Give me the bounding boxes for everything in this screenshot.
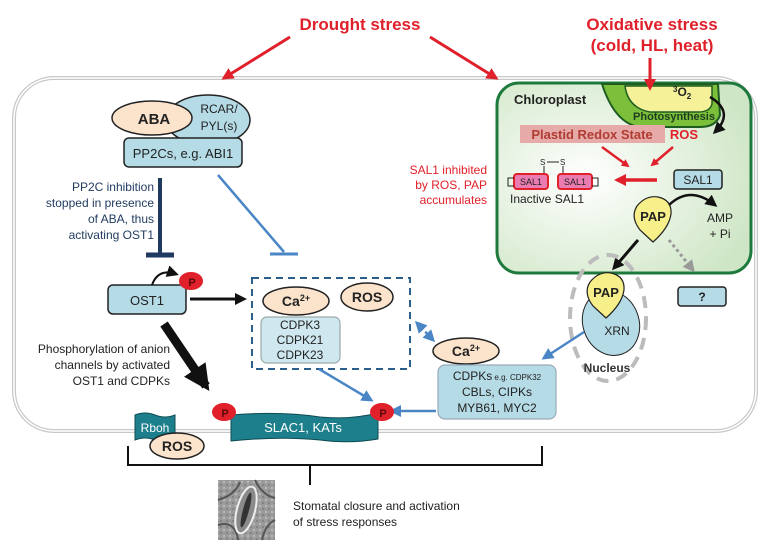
pap-nucleus xyxy=(586,272,625,319)
cdpk-to-channel-arrow xyxy=(318,367,374,402)
stomata-image xyxy=(217,479,276,541)
svg-text:PP2Cs, e.g. ABI1: PP2Cs, e.g. ABI1 xyxy=(133,146,233,161)
ca-ellipse xyxy=(262,286,330,316)
svg-text:CDPK23: CDPK23 xyxy=(277,348,324,362)
channel-phospho-left xyxy=(212,403,236,421)
inactive-sal1-b xyxy=(557,173,593,190)
ost1-to-channels-arrow xyxy=(160,321,210,391)
svg-text:P: P xyxy=(221,408,228,420)
amp-label: AMP xyxy=(707,211,733,225)
calcium-crosstalk-arrow xyxy=(414,320,436,343)
calcium-signaling-box: Ca2+ ROS CDPK3 CDPK21 CDPK23 xyxy=(251,277,411,370)
svg-text:PYL(s): PYL(s) xyxy=(201,119,238,133)
unknown-target-box xyxy=(677,286,727,307)
nucleus: XRN PAP Nucleus xyxy=(568,253,648,383)
downstream-targets-box xyxy=(437,364,557,420)
active-sal1 xyxy=(673,169,723,190)
sal1-note-3: accumulates xyxy=(420,193,487,207)
phospho-note-3: OST1 and CDPKs xyxy=(73,374,170,388)
redox-arrow xyxy=(601,145,630,168)
chloroplast: Chloroplast 3O2 Photosynthesis Plastid R… xyxy=(495,81,753,275)
phospho-note-1: Phosphorylation of anion xyxy=(38,342,170,356)
cell-boundary xyxy=(12,76,758,433)
downstream-ca-ellipse xyxy=(432,337,500,365)
nucleus-label: Nucleus xyxy=(584,361,631,375)
svg-text:CDPK3: CDPK3 xyxy=(280,318,320,332)
svg-text:SAL1: SAL1 xyxy=(564,177,586,187)
pp2c-note-3: of ABA, thus xyxy=(88,212,154,226)
svg-text:ROS: ROS xyxy=(352,289,382,305)
rboh-ros-ellipse xyxy=(149,432,205,460)
svg-text:OST1: OST1 xyxy=(130,293,164,308)
drought-stress-label: Drought stress xyxy=(300,15,421,34)
svg-text:CBLs, CIPKs: CBLs, CIPKs xyxy=(462,385,532,399)
chloroplast-ros-label: ROS xyxy=(670,127,699,142)
svg-text:Rboh: Rboh xyxy=(141,421,170,435)
sal1-note-2: by ROS, PAP xyxy=(415,178,487,192)
pap-to-nucleus-arrow xyxy=(612,239,640,271)
inactive-sal1-dimer: S S SAL1 SAL1 Inactive SAL1 xyxy=(507,158,599,206)
svg-text:ABA: ABA xyxy=(138,111,171,128)
o2-to-ros-arrow xyxy=(709,95,726,135)
aba-receptor-complex: ABA RCAR/ PYL(s) PP2Cs, e.g. ABI1 xyxy=(111,94,251,168)
ost1-autophosphorylation-arrow xyxy=(151,265,179,286)
pp2c-box xyxy=(123,137,243,168)
svg-text:PAP: PAP xyxy=(593,285,619,300)
oxidative-stress-label: Oxidative stress xyxy=(586,15,717,34)
phospho-note-2: channels by activated xyxy=(55,358,170,372)
svg-text:SAL1: SAL1 xyxy=(520,177,542,187)
pap-unknown-arrow xyxy=(667,239,695,273)
photosynthesis-zone xyxy=(624,85,713,113)
outcome-line-1: Stomatal closure and activation xyxy=(293,499,460,513)
pp2c-note-2: stopped in presence xyxy=(46,196,154,210)
ost1-phospho xyxy=(179,272,203,290)
svg-text:SLAC1, KATs: SLAC1, KATs xyxy=(264,420,342,435)
svg-text:RCAR/: RCAR/ xyxy=(200,102,238,116)
plastid-redox-highlight xyxy=(520,125,665,143)
outcome-line-2: of stress responses xyxy=(293,515,397,529)
plastid-redox-label: Plastid Redox State xyxy=(531,127,652,142)
svg-text:?: ? xyxy=(698,290,705,304)
pp2c-note-1: PP2C inhibition xyxy=(72,180,154,194)
aba-ellipse xyxy=(111,100,193,136)
svg-text:SAL1: SAL1 xyxy=(683,173,713,187)
channel-phospho-right xyxy=(370,403,394,421)
svg-text:Inactive SAL1: Inactive SAL1 xyxy=(510,192,584,206)
pp2c-inhibits-calcium xyxy=(217,174,285,253)
slac1-kat-channel xyxy=(230,412,379,443)
photosynthesis-label: Photosynthesis xyxy=(633,111,715,123)
outcome-bracket xyxy=(127,446,543,485)
ros-ellipse xyxy=(340,282,394,312)
svg-text:P: P xyxy=(379,408,386,420)
svg-text:PAP: PAP xyxy=(640,209,666,224)
sal1-note-1: SAL1 inhibited xyxy=(410,163,487,177)
svg-text:CDPK21: CDPK21 xyxy=(277,333,324,347)
pap-chloroplast xyxy=(633,196,672,243)
svg-text:ROS: ROS xyxy=(162,438,192,454)
svg-text:CDPKs e.g. CDPK32: CDPKs e.g. CDPK32 xyxy=(453,369,542,383)
ost1-box xyxy=(107,284,187,315)
inactive-sal1-a xyxy=(513,173,549,190)
ros-arrow xyxy=(650,146,674,167)
pp2c-note-4: activating OST1 xyxy=(69,228,155,242)
svg-text:Ca2+: Ca2+ xyxy=(282,293,310,309)
drought-arrow-right xyxy=(429,35,499,80)
oxidative-stress-conditions: (cold, HL, heat) xyxy=(591,36,714,55)
svg-text:XRN: XRN xyxy=(604,324,629,338)
svg-text:P: P xyxy=(188,277,195,289)
pi-label: + Pi xyxy=(709,227,730,241)
svg-text:S: S xyxy=(560,158,565,167)
sal1-hydrolysis-arrow xyxy=(668,193,718,207)
svg-text:S: S xyxy=(540,158,545,167)
nucleus-to-downstream-arrow xyxy=(541,330,585,360)
cdpk-group xyxy=(260,316,341,364)
drought-arrow-left xyxy=(221,35,291,80)
svg-text:Ca2+: Ca2+ xyxy=(452,343,480,359)
chloroplast-title: Chloroplast xyxy=(514,92,587,107)
triplet-oxygen: 3O2 xyxy=(673,85,692,101)
svg-text:MYB61, MYC2: MYB61, MYC2 xyxy=(457,401,537,415)
